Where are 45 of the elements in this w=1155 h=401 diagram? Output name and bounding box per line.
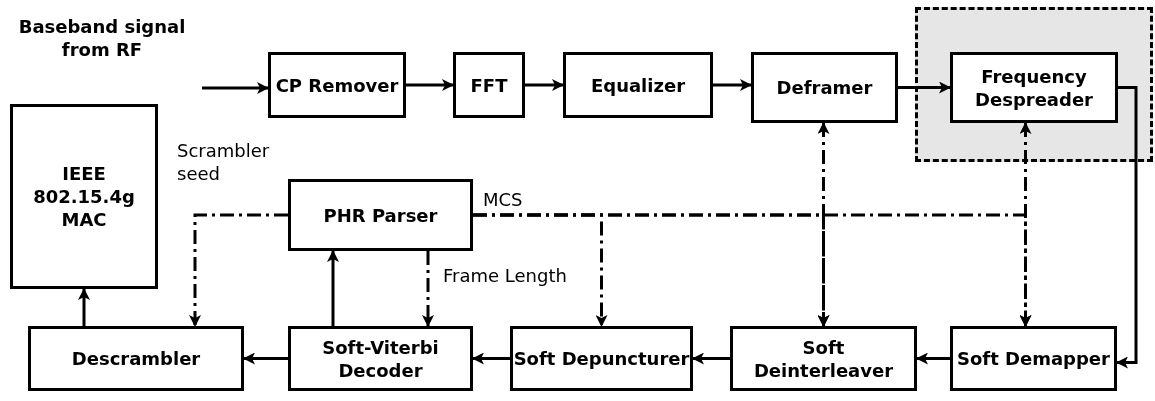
arrow bbox=[1116, 86, 1138, 369]
arrow bbox=[406, 79, 454, 91]
process-box bbox=[288, 179, 473, 251]
block-label: Soft Depuncturer bbox=[513, 347, 690, 370]
block-label: Descrambler bbox=[71, 347, 201, 370]
edge-label: MCS bbox=[483, 188, 523, 211]
arrow bbox=[692, 352, 730, 365]
process-box bbox=[563, 52, 713, 118]
block-label: Soft-Viterbi Decoder bbox=[321, 335, 440, 382]
process-box bbox=[751, 52, 898, 123]
dashed-group-box bbox=[915, 7, 1153, 162]
process-box bbox=[510, 326, 693, 391]
block-label: Frequency Despreader bbox=[974, 64, 1094, 111]
block-label: Deframer bbox=[776, 76, 873, 99]
arrow bbox=[189, 213, 288, 327]
process-box bbox=[28, 326, 244, 391]
arrow bbox=[243, 352, 288, 365]
edge-label: Scrambler seed bbox=[177, 139, 271, 185]
arrow bbox=[472, 352, 510, 365]
arrow bbox=[713, 79, 752, 91]
block-label: IEEE 802.15.4g MAC bbox=[32, 162, 136, 231]
block-label: CP Remover bbox=[275, 73, 399, 97]
arrow bbox=[422, 251, 434, 327]
process-box bbox=[950, 326, 1117, 391]
edge-label: Frame Length bbox=[443, 264, 568, 287]
block-label: Soft Deinterleaver bbox=[752, 335, 895, 382]
arrow bbox=[327, 250, 339, 326]
input-label: Baseband signal from RF bbox=[17, 15, 187, 61]
process-box bbox=[288, 326, 473, 391]
block-label: Soft Demapper bbox=[957, 347, 1110, 370]
process-box bbox=[10, 104, 158, 289]
block-label: Equalizer bbox=[590, 73, 685, 97]
arrow bbox=[525, 79, 564, 91]
arrow bbox=[898, 81, 951, 94]
process-box bbox=[950, 52, 1118, 123]
arrow bbox=[916, 352, 950, 365]
arrow bbox=[817, 122, 830, 327]
arrow bbox=[1019, 122, 1032, 327]
block-label: FFT bbox=[470, 73, 508, 97]
arrow bbox=[78, 288, 90, 326]
arrow bbox=[202, 82, 269, 94]
block-label: PHR Parser bbox=[323, 203, 438, 227]
process-box bbox=[730, 326, 917, 391]
process-box bbox=[268, 52, 406, 118]
process-box bbox=[453, 52, 525, 118]
